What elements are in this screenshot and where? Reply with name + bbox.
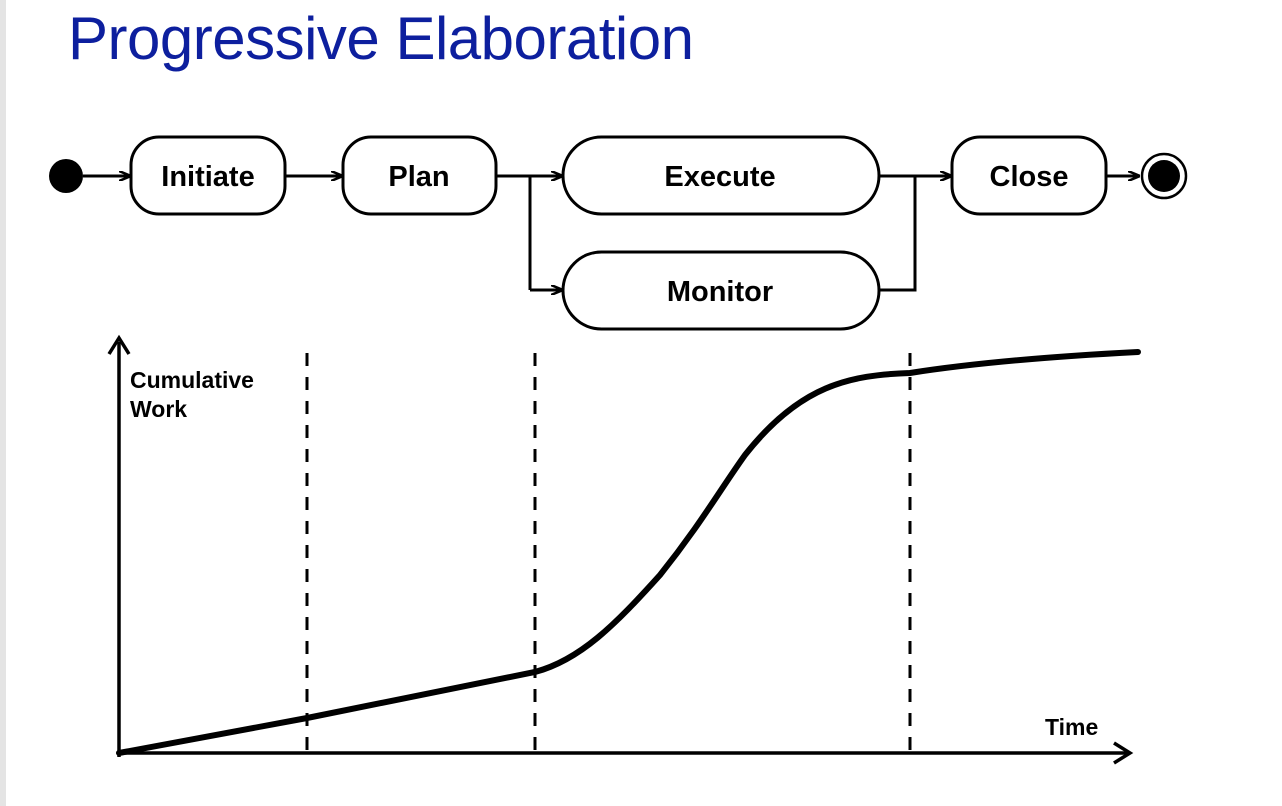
- activity-flow: Initiate Plan Execute Monitor Close: [49, 135, 1188, 331]
- y-axis-arrowhead: [107, 334, 131, 355]
- plan-label: Plan: [388, 161, 449, 193]
- execute-node: Execute: [561, 135, 881, 216]
- slide-left-edge: [0, 0, 6, 806]
- x-axis-arrowhead: [1113, 741, 1134, 765]
- y-axis-label-line2: Work: [130, 396, 187, 422]
- monitor-label: Monitor: [667, 276, 773, 308]
- initiate-node: Initiate: [129, 135, 287, 216]
- start-node: [49, 159, 83, 193]
- initiate-label: Initiate: [161, 161, 254, 193]
- monitor-node: Monitor: [561, 250, 881, 331]
- close-node: Close: [950, 135, 1108, 216]
- join-connector: [879, 174, 917, 292]
- plan-node: Plan: [341, 135, 498, 216]
- x-axis-label: Time: [1045, 714, 1098, 740]
- end-node: [1140, 152, 1188, 200]
- cumulative-work-curve: [116, 349, 1141, 756]
- page-title: Progressive Elaboration: [68, 5, 694, 72]
- close-label: Close: [990, 161, 1069, 193]
- cumulative-work-graph: Cumulative Work Time: [107, 334, 1141, 765]
- plan-fork-connector: [496, 174, 532, 290]
- y-axis-label-line1: Cumulative: [130, 367, 254, 393]
- execute-label: Execute: [664, 161, 775, 193]
